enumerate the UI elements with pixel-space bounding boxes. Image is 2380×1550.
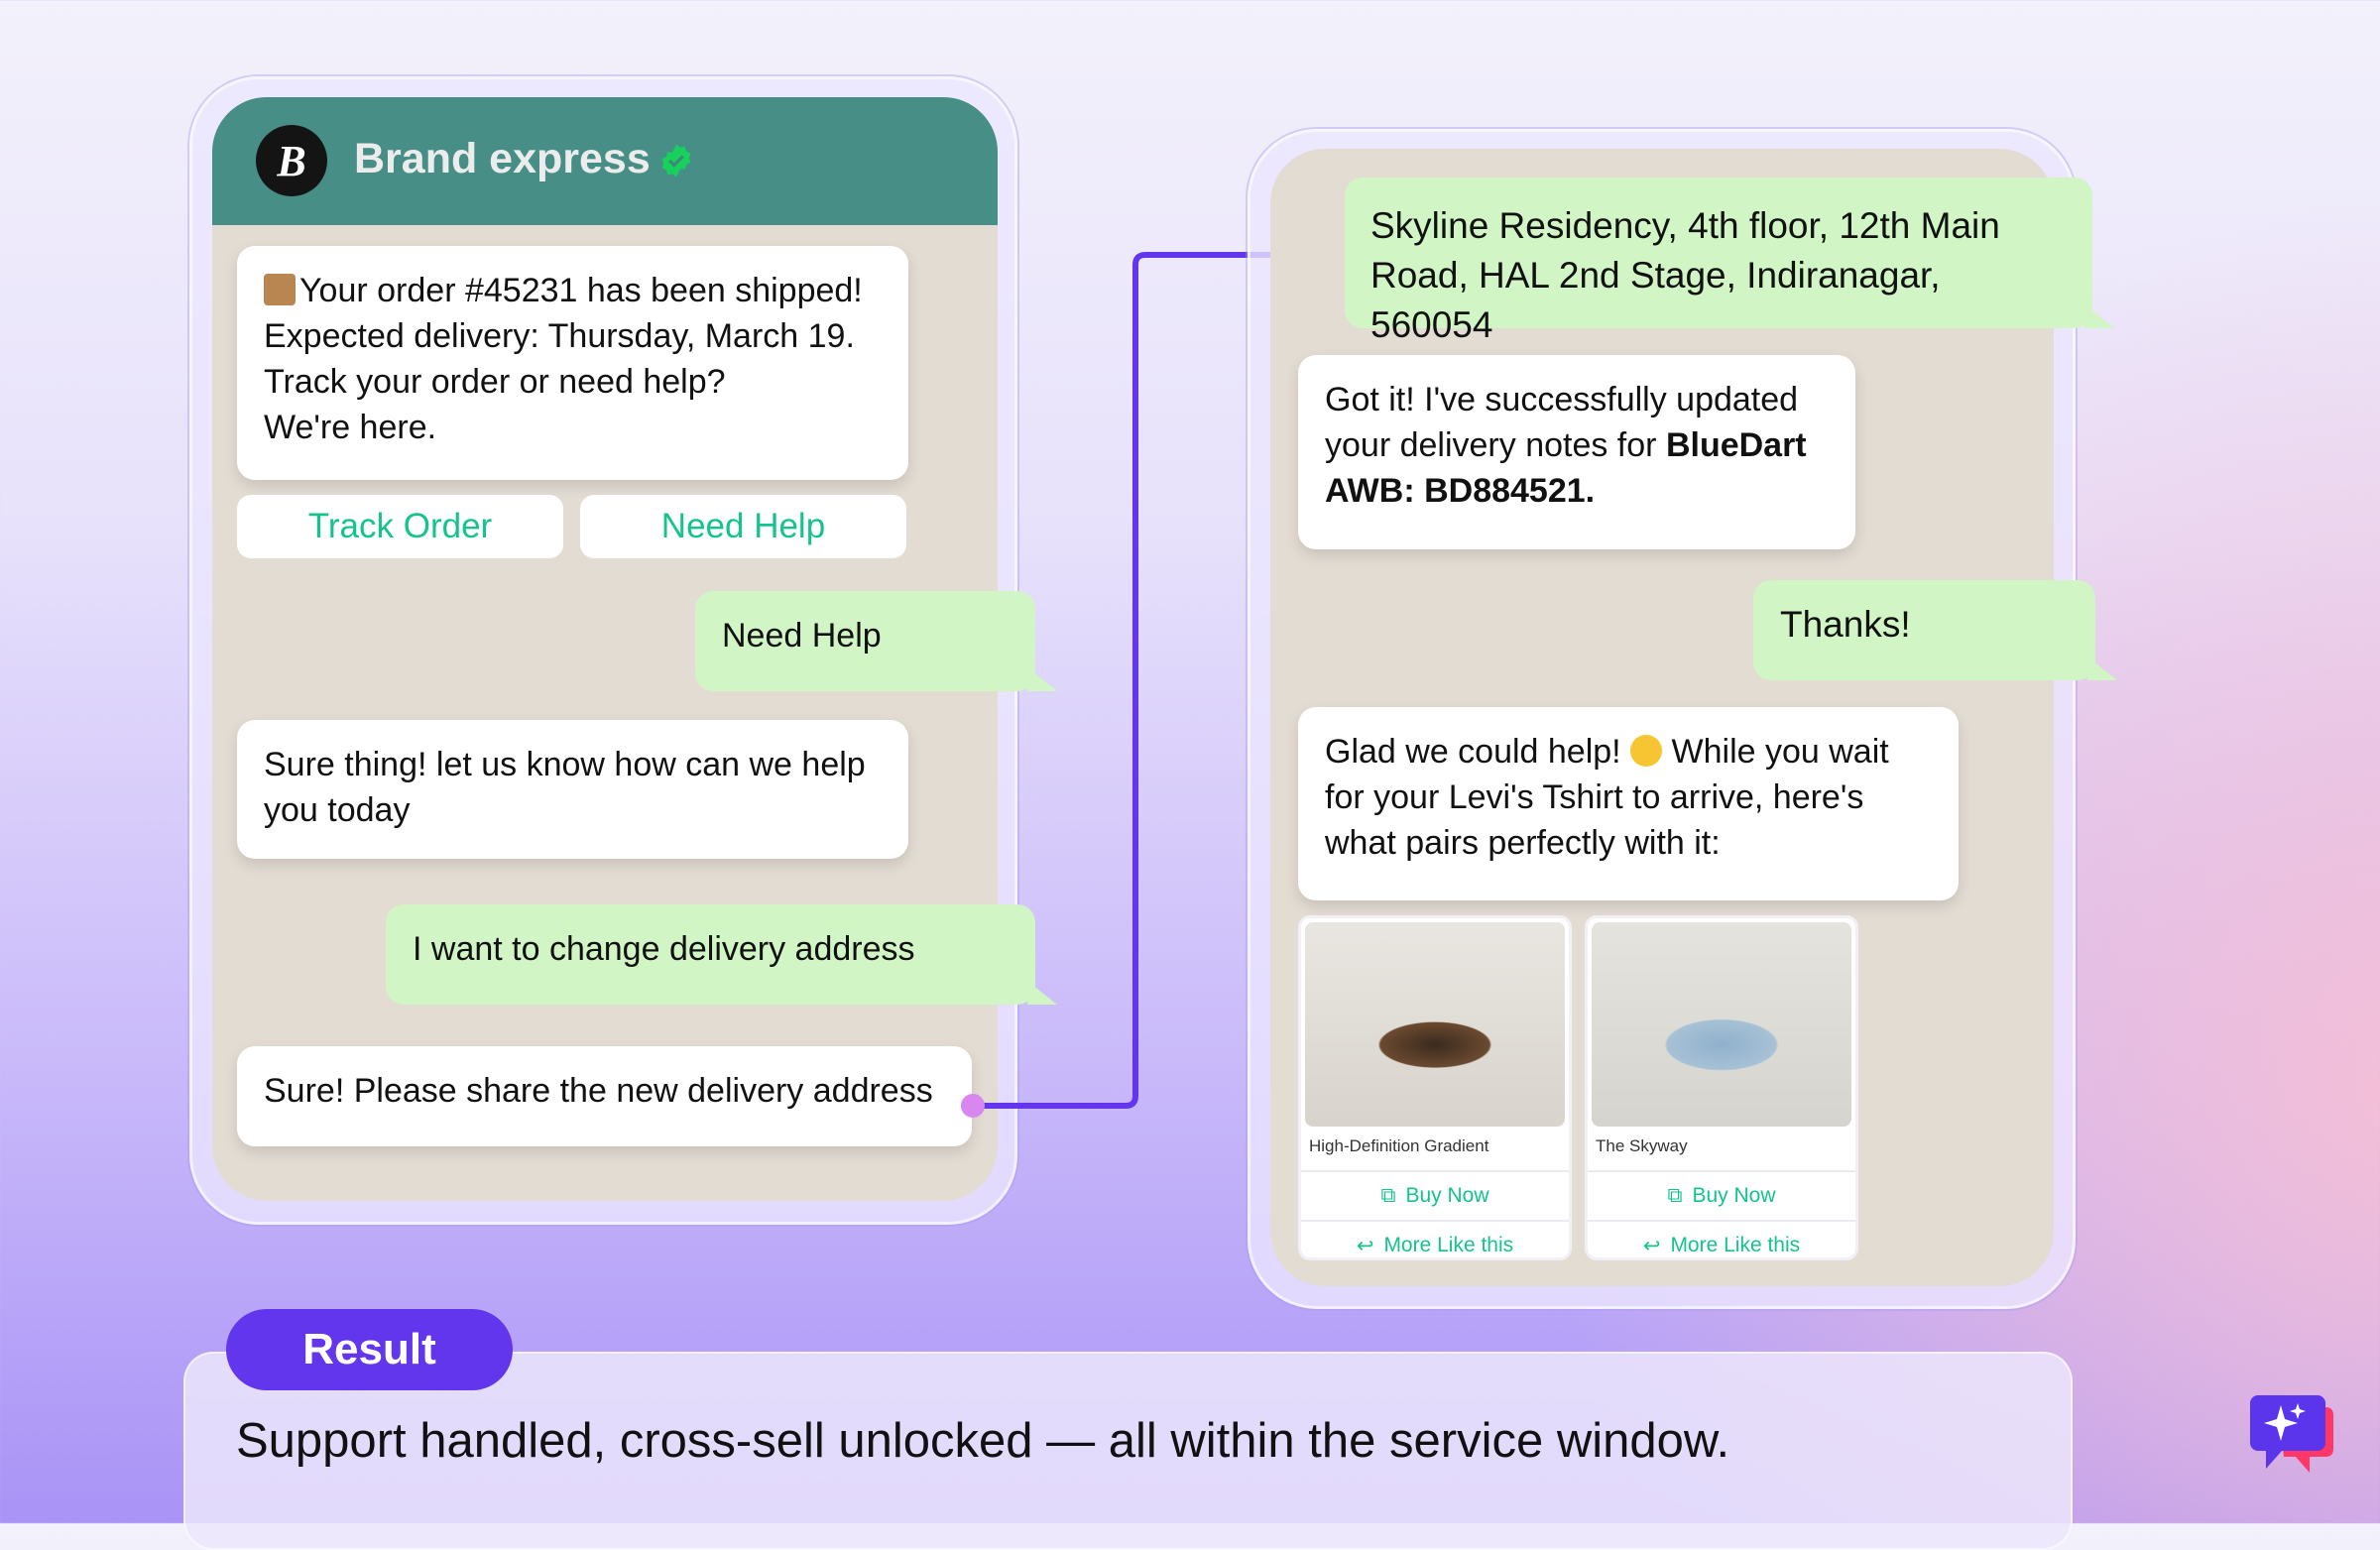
- track-order-button[interactable]: Track Order: [237, 495, 563, 558]
- message-text: Your order #45231 has been shipped! Expe…: [264, 272, 863, 446]
- product-image: [1592, 922, 1851, 1127]
- external-link-icon: ⧉: [1667, 1184, 1683, 1207]
- product-card: The Skyway ⧉ Buy Now ↩ More Like this: [1585, 915, 1858, 1260]
- user-message: Thanks!: [1753, 580, 2117, 680]
- brand-avatar: B: [256, 125, 327, 196]
- bot-message: Your order #45231 has been shipped! Expe…: [237, 246, 908, 480]
- need-help-button[interactable]: Need Help: [580, 495, 906, 558]
- more-like-this-button[interactable]: ↩ More Like this: [1588, 1220, 1855, 1257]
- button-label: Buy Now: [1405, 1184, 1489, 1207]
- result-panel: [183, 1352, 2073, 1550]
- buy-now-button[interactable]: ⧉ Buy Now: [1301, 1170, 1569, 1220]
- button-label: More Like this: [1383, 1234, 1514, 1256]
- product-name: High-Definition Gradient: [1309, 1136, 1489, 1155]
- chat-header: B Brand express: [212, 97, 998, 225]
- message-text: Got it! I've successfully updated your d…: [1325, 381, 1799, 464]
- smiley-icon: [1630, 735, 1663, 767]
- product-image: [1305, 922, 1565, 1127]
- bot-message: Sure thing! let us know how can we help …: [237, 720, 908, 859]
- button-label: Buy Now: [1692, 1184, 1776, 1207]
- reply-arrow-icon: ↩: [1356, 1234, 1374, 1257]
- external-link-icon: ⧉: [1380, 1184, 1396, 1207]
- message-text: While you wait for your Levi's Tshirt to…: [1325, 733, 1889, 862]
- bot-crosssell-message: Glad we could help! While you wait for y…: [1298, 707, 1959, 900]
- ai-chat-logo-icon: [2250, 1395, 2333, 1473]
- user-message: Need Help: [695, 591, 1057, 691]
- reply-arrow-icon: ↩: [1642, 1234, 1661, 1257]
- user-address-message: Skyline Residency, 4th floor, 12th Main …: [1345, 178, 2114, 345]
- verified-badge-icon: [661, 144, 691, 178]
- result-badge: Result: [226, 1309, 513, 1390]
- bot-confirmation-message: Got it! I've successfully updated your d…: [1298, 355, 1855, 549]
- bot-message: Sure! Please share the new delivery addr…: [237, 1046, 972, 1146]
- more-like-this-button[interactable]: ↩ More Like this: [1301, 1220, 1569, 1257]
- package-icon: [264, 274, 296, 305]
- button-label: More Like this: [1670, 1234, 1801, 1256]
- brand-name: Brand express: [354, 135, 651, 182]
- message-text: Glad we could help!: [1325, 733, 1631, 771]
- buy-now-button[interactable]: ⧉ Buy Now: [1588, 1170, 1855, 1220]
- result-text: Support handled, cross-sell unlocked — a…: [236, 1414, 1730, 1468]
- awb-number: BlueDart AWB: BD884521.: [1325, 426, 1807, 510]
- product-name: The Skyway: [1596, 1136, 1688, 1155]
- product-card: High-Definition Gradient ⧉ Buy Now ↩ More …: [1298, 915, 1572, 1260]
- user-message: I want to change delivery address: [386, 904, 1057, 1005]
